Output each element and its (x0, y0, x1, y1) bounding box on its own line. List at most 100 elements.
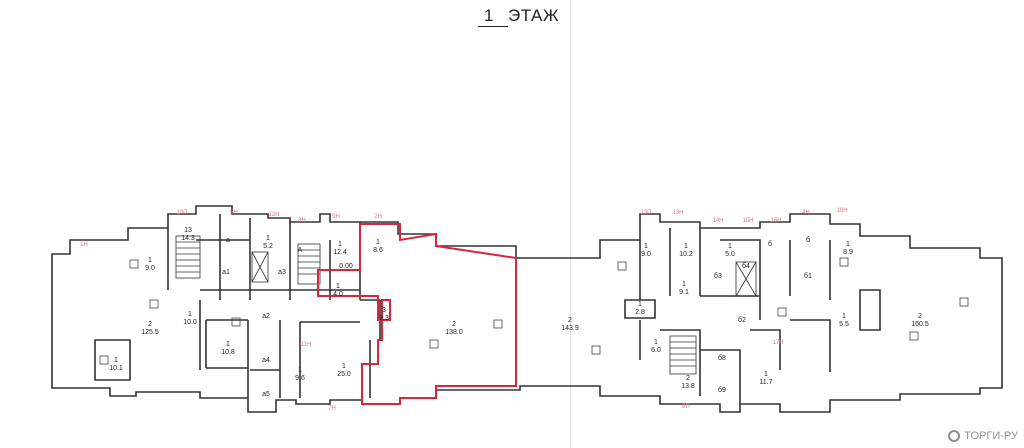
room-label: 19.0 (145, 257, 155, 272)
elevator-left (251, 251, 269, 283)
room-number: 1 (376, 239, 380, 246)
room-label: б (806, 236, 810, 244)
room-number: б4 (742, 262, 750, 270)
sheet-divider-line (570, 0, 571, 448)
axis-label: 4Н (802, 210, 810, 216)
room-area: 9.0 (641, 251, 651, 258)
room-number: а3 (278, 269, 286, 276)
room-label: 19.6 (295, 367, 305, 382)
room-number: 1 (654, 339, 658, 346)
stair-center (297, 243, 321, 285)
room-label: 110.1 (109, 357, 123, 372)
room-label: 15.2 (263, 235, 273, 250)
room-label: 15.5 (839, 313, 849, 328)
room-number: 1 (114, 357, 118, 364)
room-area: 9.0 (145, 265, 155, 272)
room-number: 1 (338, 241, 342, 248)
axis-label: 13П (641, 210, 652, 216)
room-area: 4.0 (333, 291, 343, 298)
room-label: 112.4 (333, 241, 347, 256)
axis-label: 11Н (301, 342, 312, 348)
room-number: б9 (718, 386, 726, 394)
room-number: 2 (568, 317, 572, 324)
room-label: 18.6 (373, 239, 383, 254)
room-area: 8.9 (843, 249, 853, 256)
room-number: 1 (188, 311, 192, 318)
room-number: б8 (718, 354, 726, 362)
axis-label: 17Н (772, 340, 783, 346)
room-label: 110.0 (183, 311, 197, 326)
room-area: 9.1 (679, 289, 689, 296)
room-area: 138.0 (445, 329, 463, 336)
room-number: 1 (298, 367, 302, 374)
room-number: а2 (262, 313, 270, 320)
logo-icon (948, 430, 961, 442)
room-number: 3 (382, 307, 386, 314)
axis-label: 8Н (298, 218, 306, 224)
room-label: 12.8 (635, 301, 645, 316)
room-number: б1 (804, 272, 812, 280)
room-area: 3.3 (379, 315, 389, 322)
room-area: 8.6 (373, 247, 383, 254)
partition (624, 228, 881, 404)
room-label: б3 (714, 272, 722, 280)
room-area: 25.0 (337, 371, 351, 378)
room-area: 5.0 (725, 251, 735, 258)
axis-label: 2Н (374, 214, 382, 220)
room-label: 18.9 (843, 241, 853, 256)
stair-left (175, 235, 201, 279)
room-number: 1 (644, 243, 648, 250)
room-label: 213.8 (681, 375, 695, 390)
room-area: 10.1 (109, 365, 123, 372)
axis-label: 16Н (770, 218, 781, 224)
room-number: 2 (148, 321, 152, 328)
room-number: 1 (226, 341, 230, 348)
room-label: 19.0 (641, 243, 651, 258)
room-number: б2 (738, 316, 746, 324)
room-label: б1 (804, 272, 812, 280)
axis-label: 10Н (836, 208, 847, 214)
room-label: б9 (718, 386, 726, 394)
room-label: а5 (262, 391, 270, 398)
room-area: 160.5 (911, 321, 929, 328)
highlighted-premise-outline (317, 223, 517, 405)
axis-label: 14Н (712, 218, 723, 224)
room-number: 1 (846, 241, 850, 248)
axis-label: 7Н (328, 406, 336, 412)
stairs-group (175, 235, 757, 375)
room-number: 2 (918, 313, 922, 320)
room-label: 110.2 (679, 243, 693, 258)
room-area: 14.3 (181, 235, 195, 242)
room-label: 14.0 (333, 283, 343, 298)
room-area: 10.8 (221, 349, 235, 356)
room-label: 0.00 (339, 263, 353, 270)
room-label: б4 (742, 262, 750, 270)
room-label: б (768, 240, 772, 248)
room-label: б2 (738, 316, 746, 324)
room-area: 12.4 (333, 249, 347, 256)
room-number: 0.00 (339, 263, 353, 270)
room-number: 2 (452, 321, 456, 328)
room-number: 1 (728, 243, 732, 250)
room-area: 11.7 (759, 379, 772, 386)
room-number: 1 (266, 235, 270, 242)
room-label: 110.8 (221, 341, 235, 356)
room-area: 143.9 (561, 325, 579, 332)
room-label: 16.0 (651, 339, 661, 354)
room-area: 10.2 (679, 251, 693, 258)
room-number: 1 (764, 371, 768, 378)
room-number: 1 (148, 257, 152, 264)
room-number: а4 (262, 357, 270, 364)
room-area: 5.2 (263, 243, 273, 250)
room-number: 13 (184, 227, 192, 234)
room-area: 125.5 (141, 329, 159, 336)
room-number: 1 (336, 283, 340, 290)
room-area: 5.5 (839, 321, 849, 328)
